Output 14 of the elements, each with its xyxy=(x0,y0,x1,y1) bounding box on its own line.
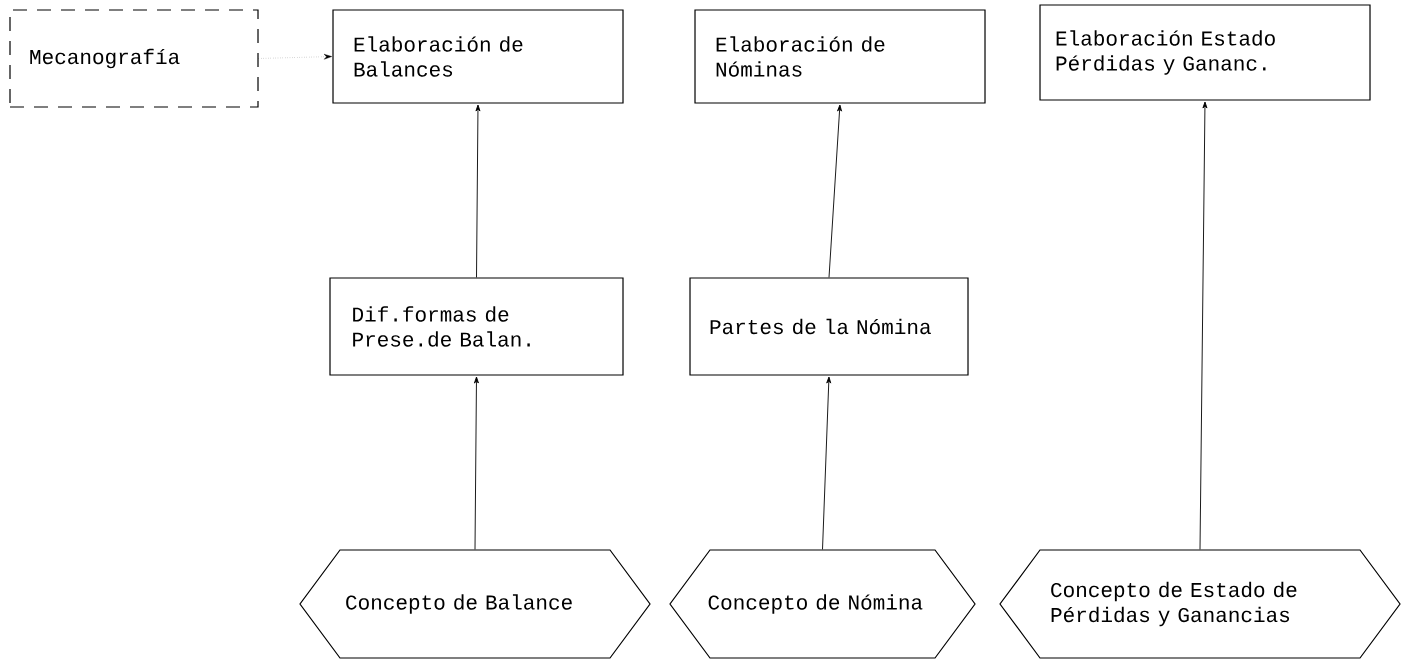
dashed-box: Mecanografía xyxy=(9,9,259,108)
arrow xyxy=(474,376,479,550)
arrow xyxy=(475,104,481,278)
process-box: Elaboración de Balances xyxy=(332,9,624,104)
arrow xyxy=(822,376,832,550)
process-box: Elaboración Estado Pérdidas y Gananc. xyxy=(1039,4,1371,101)
process-box: Partes de la Nómina xyxy=(689,277,969,376)
process-box: Dif.formas de Prese.de Balan. xyxy=(329,277,624,376)
process-box: Elaboración de Nóminas xyxy=(694,9,986,104)
hexagon-box: Concepto de Estado de Pérdidas y Ganancias xyxy=(999,549,1401,659)
arrow xyxy=(828,104,842,278)
hexagon-box: Concepto de Nómina xyxy=(669,549,976,659)
hexagon-box: Concepto de Balance xyxy=(299,549,651,659)
arrow xyxy=(1199,101,1208,550)
